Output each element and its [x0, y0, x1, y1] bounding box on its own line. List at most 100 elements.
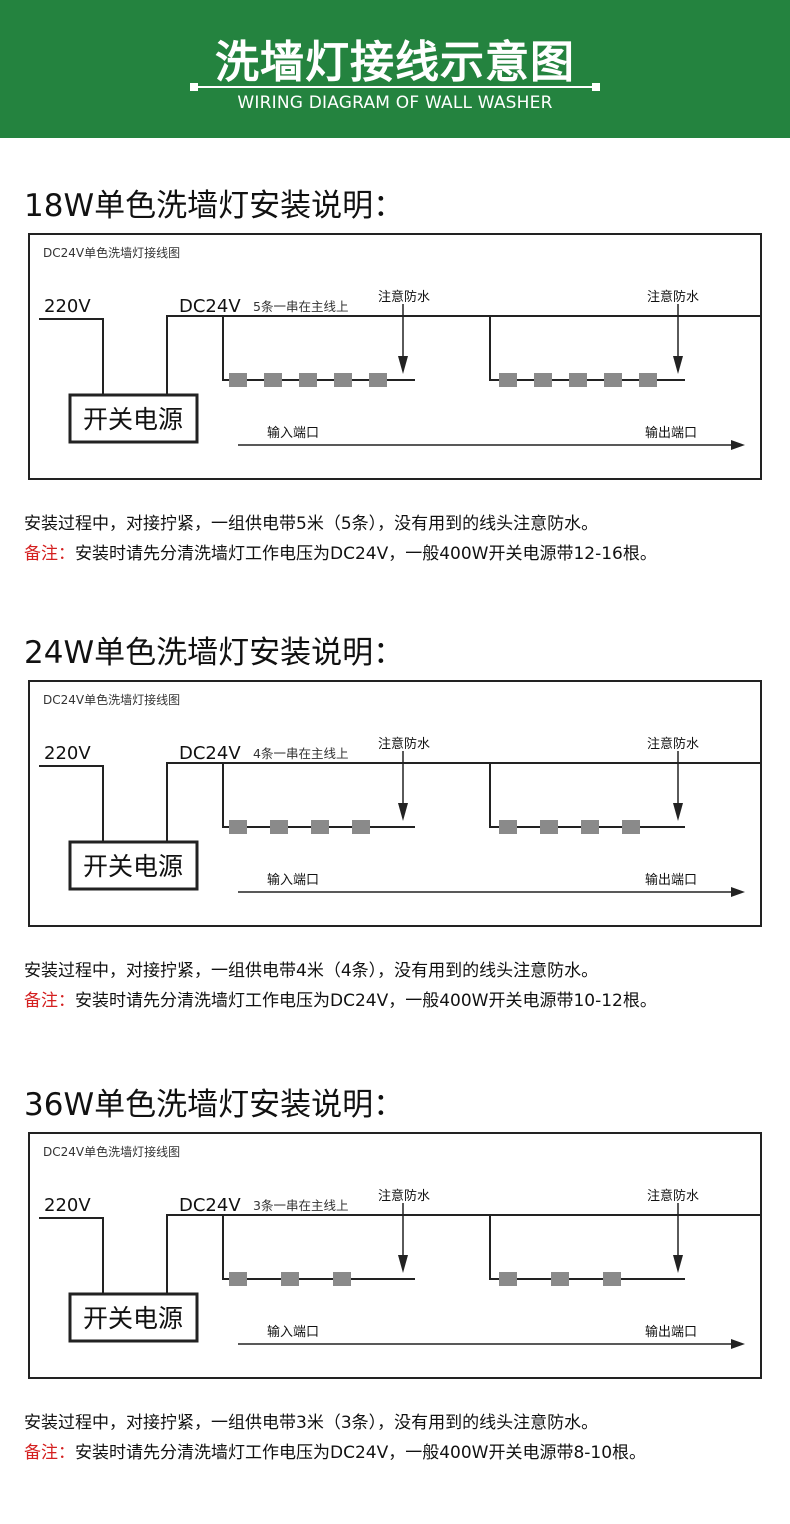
wall-washer-lamp — [333, 1272, 351, 1286]
main-dc-line — [166, 762, 761, 841]
remark-label: 备注： — [24, 991, 75, 1011]
arrowhead-icon — [673, 803, 683, 821]
ac-input-wire — [39, 765, 104, 841]
input-port-label: 输入端口 — [267, 872, 319, 888]
power-supply-box — [68, 840, 199, 891]
output-voltage-label: DC24V — [179, 743, 241, 764]
input-voltage-label: 220V — [44, 1195, 91, 1216]
wall-washer-lamp — [229, 1272, 247, 1286]
string-2-wire — [489, 316, 685, 381]
power-supply-label: 开关电源 — [83, 1304, 183, 1333]
divider-left-dot — [190, 83, 198, 91]
waterproof-note-2: 注意防水 — [647, 289, 699, 305]
arrow-right-icon — [731, 887, 745, 897]
wall-washer-lamp — [352, 820, 370, 834]
count-label: 5条一串在主线上 — [253, 299, 348, 314]
power-supply-label: 开关电源 — [83, 405, 183, 434]
arrowhead-icon — [673, 1255, 683, 1273]
remark-label: 备注： — [24, 544, 75, 564]
lamp-group — [229, 1272, 621, 1286]
power-supply-box — [68, 393, 199, 444]
wall-washer-lamp — [264, 373, 282, 387]
waterproof-note-2: 注意防水 — [647, 1188, 699, 1204]
output-voltage-label: DC24V — [179, 1195, 241, 1216]
wiring-diagram: DC24V单色洗墙灯接线图 220V DC24V 3条一串在主线上 注意防水 注… — [28, 1132, 762, 1379]
wall-washer-lamp — [540, 820, 558, 834]
string-1-wire — [222, 316, 415, 381]
remark-text: 安装时请先分清洗墙灯工作电压为DC24V，一般400W开关电源带8-10根。 — [75, 1443, 647, 1463]
section-title: 24W单色洗墙灯安装说明： — [24, 635, 405, 671]
arrowhead-icon — [398, 1255, 408, 1273]
wall-washer-lamp — [581, 820, 599, 834]
output-port-label: 输出端口 — [645, 1324, 697, 1340]
output-port-label: 输出端口 — [645, 872, 697, 888]
waterproof-note-1: 注意防水 — [378, 736, 430, 752]
remark-text: 安装时请先分清洗墙灯工作电压为DC24V，一般400W开关电源带10-12根。 — [75, 991, 657, 1011]
waterproof-note-2: 注意防水 — [647, 736, 699, 752]
diagram-caption: DC24V单色洗墙灯接线图 — [43, 245, 180, 260]
wall-washer-lamp — [604, 373, 622, 387]
arrowhead-icon — [398, 803, 408, 821]
output-voltage-label: DC24V — [179, 296, 241, 317]
section-18w: 18W单色洗墙灯安装说明： DC24V单色洗墙灯接线图 220V DC24V 5… — [0, 180, 790, 620]
wall-washer-lamp — [639, 373, 657, 387]
wall-washer-lamp — [499, 820, 517, 834]
waterproof-note-1: 注意防水 — [378, 289, 430, 305]
wall-washer-lamp — [499, 373, 517, 387]
remark-label: 备注： — [24, 1443, 75, 1463]
wall-washer-lamp — [369, 373, 387, 387]
wall-washer-lamp — [229, 820, 247, 834]
ac-input-wire — [39, 1217, 104, 1293]
section-24w: 24W单色洗墙灯安装说明： DC24V单色洗墙灯接线图 220V DC24V 4… — [0, 627, 790, 1067]
input-port-label: 输入端口 — [267, 425, 319, 441]
arrow-right-icon — [731, 1339, 745, 1349]
wiring-diagram: DC24V单色洗墙灯接线图 220V DC24V 5条一串在主线上 注意防水 注… — [28, 233, 762, 480]
input-port-label: 输入端口 — [267, 1324, 319, 1340]
remark-line: 备注：安装时请先分清洗墙灯工作电压为DC24V，一般400W开关电源带12-16… — [24, 539, 657, 564]
arrowhead-icon — [673, 356, 683, 374]
section-title: 36W单色洗墙灯安装说明： — [24, 1087, 405, 1123]
banner-subtitle: WIRING DIAGRAM OF WALL WASHER — [237, 93, 553, 113]
header-banner: 洗墙灯接线示意图 WIRING DIAGRAM OF WALL WASHER — [0, 0, 790, 138]
output-port-label: 输出端口 — [645, 425, 697, 441]
section-title: 18W单色洗墙灯安装说明： — [24, 188, 405, 224]
wall-washer-lamp — [229, 373, 247, 387]
diagram-frame — [28, 1132, 762, 1379]
wall-washer-lamp — [551, 1272, 569, 1286]
count-label: 4条一串在主线上 — [253, 746, 348, 761]
power-supply-label: 开关电源 — [83, 852, 183, 881]
wall-washer-lamp — [270, 820, 288, 834]
lamp-group — [229, 820, 640, 834]
main-dc-line — [166, 1214, 761, 1293]
wall-washer-lamp — [569, 373, 587, 387]
banner-divider — [194, 86, 598, 88]
wall-washer-lamp — [311, 820, 329, 834]
divider-right-dot — [592, 83, 600, 91]
wall-washer-lamp — [334, 373, 352, 387]
lamp-group — [229, 373, 657, 387]
wall-washer-lamp — [499, 1272, 517, 1286]
wall-washer-lamp — [622, 820, 640, 834]
wall-washer-lamp — [299, 373, 317, 387]
section-36w: 36W单色洗墙灯安装说明： DC24V单色洗墙灯接线图 220V DC24V 3… — [0, 1079, 790, 1519]
remark-text: 安装时请先分清洗墙灯工作电压为DC24V，一般400W开关电源带12-16根。 — [75, 544, 657, 564]
waterproof-note-1: 注意防水 — [378, 1188, 430, 1204]
remark-line: 备注：安装时请先分清洗墙灯工作电压为DC24V，一般400W开关电源带10-12… — [24, 986, 657, 1011]
arrow-right-icon — [731, 440, 745, 450]
install-note: 安装过程中，对接拧紧，一组供电带4米（4条），没有用到的线头注意防水。 — [24, 961, 599, 981]
power-supply-box — [68, 1292, 199, 1343]
string-2-wire — [489, 1215, 685, 1280]
arrowhead-icon — [398, 356, 408, 374]
install-note: 安装过程中，对接拧紧，一组供电带3米（3条），没有用到的线头注意防水。 — [24, 1413, 599, 1433]
input-voltage-label: 220V — [44, 296, 91, 317]
install-note: 安装过程中，对接拧紧，一组供电带5米（5条），没有用到的线头注意防水。 — [24, 514, 599, 534]
string-2-wire — [489, 763, 685, 828]
wiring-diagram: DC24V单色洗墙灯接线图 220V DC24V 4条一串在主线上 注意防水 注… — [28, 680, 762, 927]
count-label: 3条一串在主线上 — [253, 1198, 348, 1213]
string-1-wire — [222, 763, 415, 828]
ac-input-wire — [39, 318, 104, 394]
wall-washer-lamp — [603, 1272, 621, 1286]
wall-washer-lamp — [534, 373, 552, 387]
remark-line: 备注：安装时请先分清洗墙灯工作电压为DC24V，一般400W开关电源带8-10根… — [24, 1438, 646, 1463]
diagram-caption: DC24V单色洗墙灯接线图 — [43, 692, 180, 707]
